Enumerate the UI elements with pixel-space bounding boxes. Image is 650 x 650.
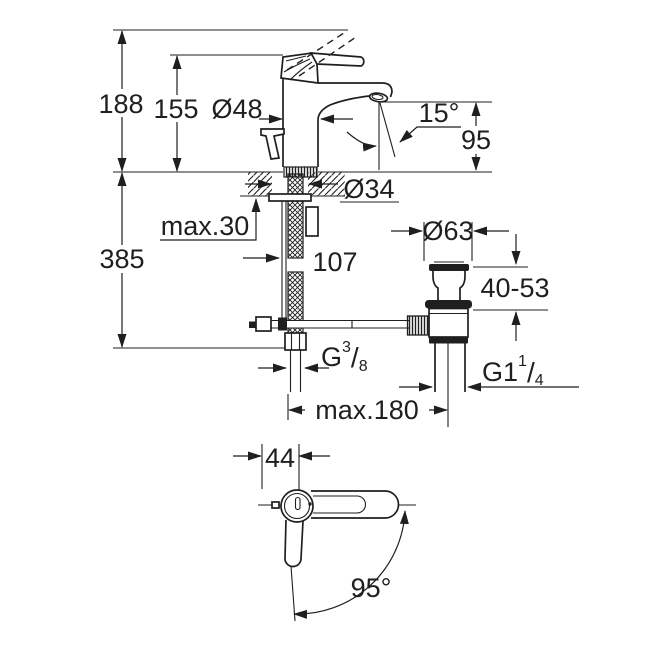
label-supply-thread: G3/8 (321, 339, 368, 375)
dim-15deg-arc (346, 131, 377, 152)
label-handle-swivel-angle: 95° (351, 573, 392, 603)
label-spout-outlet-height: 95 (461, 125, 491, 155)
handle-ball (280, 489, 314, 523)
mounting-bolt (305, 206, 319, 237)
label-waste-thread: G11/4 (482, 353, 544, 389)
label-waste-adjustment-range: 40-53 (480, 273, 549, 303)
label-handle-width: 44 (265, 443, 295, 473)
waste-lower-ring (429, 337, 468, 344)
label-waste-flange-diameter: Ø63 (422, 216, 473, 246)
reference-lines (113, 29, 548, 622)
waste-neck (432, 271, 439, 300)
dimension-labels: 188 155 Ø48 15° 95 max.30 Ø34 385 107 Ø6… (98, 89, 549, 603)
label-total-height: 188 (98, 89, 143, 119)
label-body-top-height: 155 (153, 94, 198, 124)
label-max-mounting-thickness: max.30 (161, 211, 250, 241)
side-view-faucet (260, 30, 393, 178)
lever-position-right (311, 490, 400, 519)
rod-top-view (271, 501, 280, 509)
label-spout-angle: 15° (419, 98, 460, 128)
rod-end-nub (249, 321, 256, 328)
threaded-shank (287, 173, 304, 259)
label-hose-clearance: 107 (312, 247, 357, 277)
handle-top-view (258, 489, 400, 568)
handle-lever (309, 52, 365, 67)
rod-joint-fitting (255, 316, 272, 332)
linkage-knob (406, 315, 430, 336)
pull-rod-knob (260, 128, 285, 160)
under-counter-assembly (249, 173, 410, 392)
label-depth-below-deck: 385 (99, 244, 144, 274)
faucet-spout (318, 82, 393, 98)
label-body-diameter: Ø48 (211, 94, 262, 124)
label-max-horizontal-reach: max.180 (315, 395, 419, 425)
faucet-base (283, 166, 318, 178)
dim-max30-leader (160, 198, 261, 241)
spout-angle-line (379, 102, 396, 158)
mounting-washer (268, 193, 312, 202)
handle-slot (294, 496, 301, 511)
pop-up-waste-assembly (406, 261, 472, 427)
aerator-outlet (368, 92, 389, 103)
label-mounting-hole-diameter: Ø34 (343, 174, 394, 204)
lever-position-down (284, 519, 304, 568)
linkage-rod-body (270, 320, 410, 329)
hose-nut (284, 332, 307, 351)
rod-clamp (278, 317, 287, 331)
waste-flange-seal (425, 300, 472, 309)
dim-95deg-arc (293, 510, 409, 619)
waste-body (428, 307, 469, 338)
waste-plug-top (429, 264, 469, 271)
